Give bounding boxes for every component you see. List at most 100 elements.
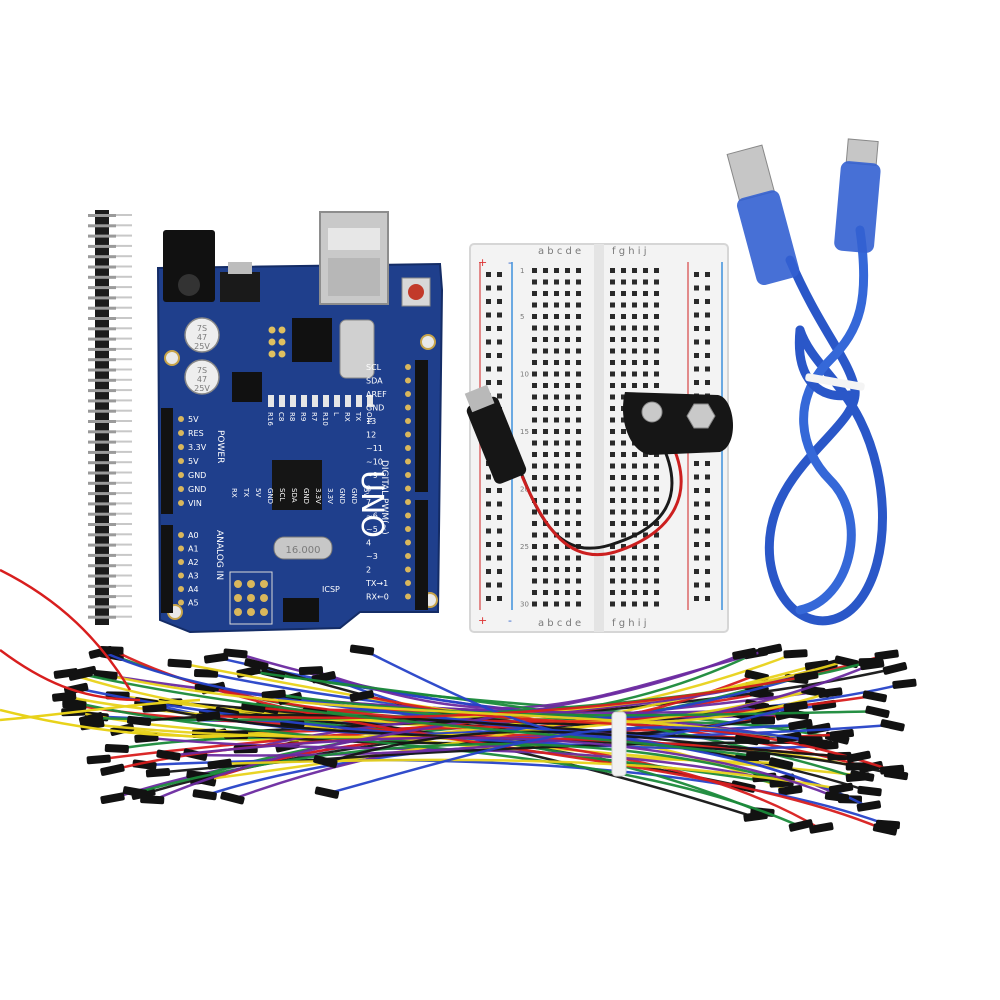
digital-header-bottom — [415, 500, 428, 610]
digital-pin-label: ~6 — [366, 512, 378, 521]
digital-pin-label: GND — [366, 404, 384, 413]
led-label: R7 — [310, 412, 318, 421]
power-pin-label: 5V — [188, 415, 199, 424]
led-label: R8 — [288, 412, 296, 421]
crystal-label: 16.000 — [286, 545, 321, 556]
arduino-uno-board: 7S 47 25V 7S 47 25V 16.000 UNO DIGITAL P… — [156, 211, 444, 634]
board-model-label: UNO — [354, 470, 389, 538]
crystal — [273, 536, 333, 560]
analog-pin-label: A3 — [188, 572, 199, 581]
dc-jack — [163, 230, 215, 302]
digital-pin-label: ~9 — [366, 471, 378, 480]
silk-label: TX — [242, 487, 250, 497]
digital-pin-label: AREF — [366, 390, 387, 399]
analog-pin-label: A1 — [188, 545, 199, 554]
led-label: RX — [343, 412, 351, 422]
battery-clip-icon — [464, 384, 733, 557]
digital-pin-label: SCL — [366, 363, 382, 372]
cap2-line3: 25V — [194, 384, 210, 393]
usb-cable-icon — [726, 138, 887, 626]
rail-plus-bottom: + — [478, 614, 487, 627]
cap2-line2: 47 — [197, 375, 207, 384]
led-label: R16 — [266, 412, 274, 426]
led-label: TX — [354, 411, 362, 421]
bb-letters-bottom-right: f g h i j — [612, 618, 646, 629]
silk-label: 3.3V — [326, 488, 334, 504]
power-pin-label: VIN — [188, 499, 202, 508]
silk-label: GND — [350, 488, 358, 504]
led-label: L — [332, 412, 340, 416]
bb-row-number: 20 — [520, 486, 529, 494]
power-label: POWER — [215, 430, 225, 463]
silk-label: 5V — [254, 488, 262, 497]
bb-row-number: 10 — [520, 371, 529, 379]
cap1-line1: 7S — [197, 324, 207, 333]
digital-pin-label: 2 — [366, 566, 371, 575]
bb-row-number: 5 — [520, 313, 524, 321]
bb-letters-top-right: f g h i j — [612, 246, 646, 257]
silk-label: SDA — [290, 488, 298, 503]
silk-label: 5V — [362, 488, 370, 497]
bb-letters-top-left: a b c d e — [538, 246, 581, 257]
capacitor-1: 7S 47 25V — [184, 317, 220, 353]
icsp-small-header — [268, 326, 286, 358]
power-pin-label: 3.3V — [188, 443, 207, 452]
silk-label: SCL — [278, 488, 286, 501]
rail-plus-top: + — [478, 256, 487, 269]
led-label: C8 — [277, 412, 285, 421]
digital-pin-label: 13 — [366, 417, 376, 426]
digital-pin-label: ~3 — [366, 552, 378, 561]
digital-pin-label: 4 — [366, 539, 371, 548]
analog-label: ANALOG IN — [214, 530, 224, 580]
cap2-line1: 7S — [197, 366, 207, 375]
bb-row-number: 25 — [520, 543, 529, 551]
cap1-line3: 25V — [194, 342, 210, 351]
breadboard-holes — [486, 268, 710, 607]
led-label: R10 — [321, 412, 329, 426]
smd-components — [268, 395, 373, 407]
pin-header-icon — [88, 210, 132, 625]
bb-letters-bottom-left: a b c d e — [538, 618, 581, 629]
silk-label: GND — [338, 488, 346, 504]
digital-pin-label: ~11 — [366, 444, 383, 453]
rail-minus-bottom: - — [508, 614, 512, 627]
silk-label: GND — [266, 488, 274, 504]
digital-label: DIGITAL PWM(~) — [379, 460, 389, 535]
icsp-label: ICSP — [322, 585, 340, 594]
power-pin-label: RES — [188, 429, 204, 438]
digital-pin-label: 12 — [366, 431, 376, 440]
microcontroller-chip — [272, 460, 322, 510]
cap1-line2: 47 — [197, 333, 207, 342]
digital-pin-label: TX→1 — [365, 579, 388, 588]
power-pin-label: 5V — [188, 457, 199, 466]
power-pin-label: GND — [188, 471, 206, 480]
power-pin-labels: 5V RES 3.3V 5V GND GND VIN — [178, 415, 207, 508]
bb-row-number: 15 — [520, 428, 529, 436]
analog-pin-label: A0 — [188, 531, 199, 540]
led-label: R9 — [299, 412, 307, 421]
led-label: ON — [365, 412, 373, 423]
digital-pin-labels: SCL SDA AREF GND 13 12 ~11 ~10 ~9 8 7 ~6 ~5 4 ~3 2TX→1R… — [365, 363, 411, 602]
rail-minus-top: - — [508, 256, 512, 269]
bb-row-number: 1 — [520, 267, 524, 275]
silk-label: GND — [302, 488, 310, 504]
bb-row-number: 30 — [520, 601, 529, 609]
analog-header — [161, 525, 173, 613]
digital-header-top — [415, 360, 428, 492]
digital-pin-label: ~10 — [366, 458, 383, 467]
analog-pin-label: A5 — [188, 599, 199, 608]
power-header — [161, 408, 173, 514]
power-pin-label: GND — [188, 485, 206, 494]
silk-label: RX — [230, 488, 238, 498]
digital-pin-label: 7 — [366, 498, 371, 507]
digital-pin-label: ~5 — [366, 525, 378, 534]
digital-pin-label: RX←0 — [366, 593, 389, 602]
analog-pin-label: A2 — [188, 558, 199, 567]
digital-pin-label: SDA — [366, 377, 383, 386]
digital-pin-label: 8 — [366, 485, 371, 494]
